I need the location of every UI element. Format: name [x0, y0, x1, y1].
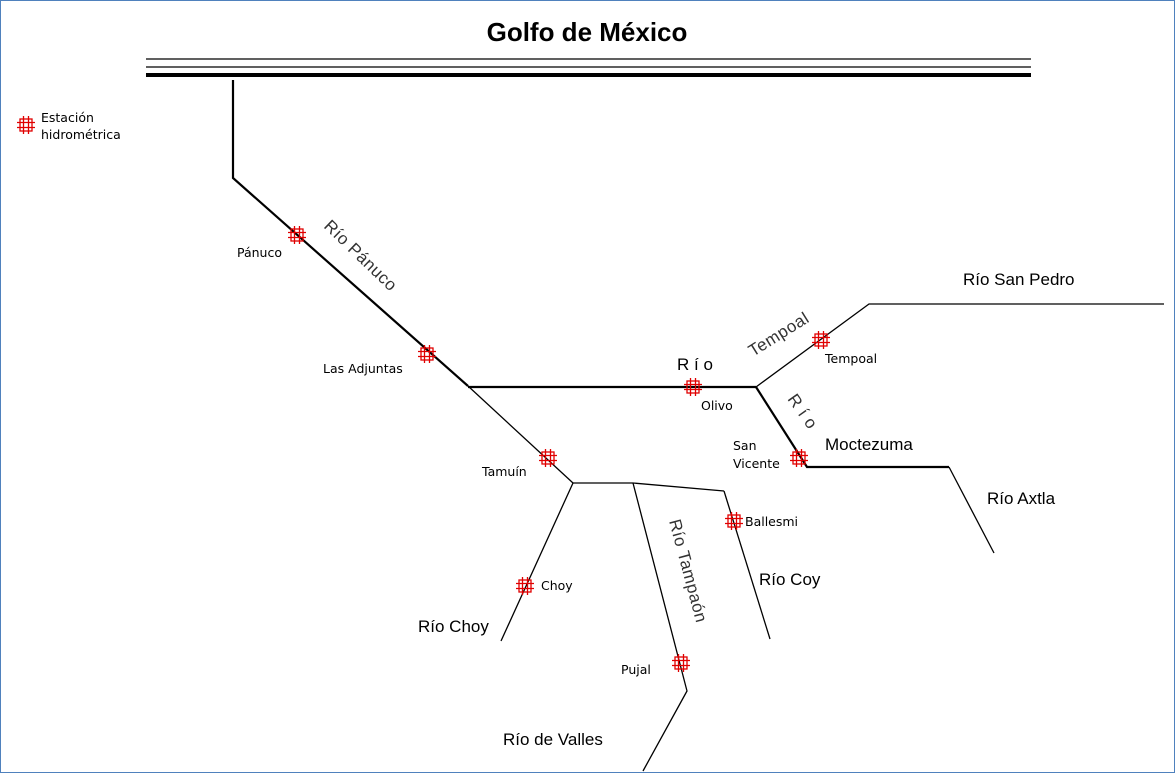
- rio-axtla-line: [948, 466, 995, 554]
- river-label-tampaon: Río Tampaón: [665, 517, 711, 625]
- legend-label-line2: hidrométrica: [41, 127, 121, 142]
- station-marker-icon: [789, 448, 809, 468]
- rio-confluence-line: [573, 482, 725, 492]
- rio-tampaon-valles-line: [632, 482, 688, 772]
- legend: Estación hidrométrica: [16, 110, 121, 142]
- rio-choy-line: [500, 482, 574, 642]
- station-label-choy: Choy: [541, 578, 573, 593]
- station-marker-icon: [671, 653, 691, 673]
- legend-label-line1: Estación: [41, 110, 94, 125]
- station-label-tamuin: Tamuín: [481, 464, 527, 479]
- river-label-rio-moctezuma: R í o: [784, 390, 822, 432]
- page-title: Golfo de México: [487, 17, 688, 47]
- legend-station-marker-icon: [16, 115, 36, 135]
- rio-moctezuma-upper-line: [755, 386, 949, 469]
- river-label-rio-olivo: R í o: [677, 355, 713, 374]
- rio-panuco-line: [231, 80, 469, 387]
- station-label-san-vicente-line1: San: [733, 438, 757, 453]
- rio-tamuin-lower-line: [467, 385, 574, 484]
- station-label-las-adjuntas: Las Adjuntas: [323, 361, 403, 376]
- rio-tempoal-line: [755, 303, 1164, 388]
- station-label-tempoal: Tempoal: [824, 351, 877, 366]
- river-label-valles: Río de Valles: [503, 730, 603, 749]
- station-marker-icon: [515, 576, 535, 596]
- river-labels: Río Pánuco Tempoal Río San Pedro R í o R…: [320, 216, 1074, 749]
- station-label-panuco: Pánuco: [237, 245, 282, 260]
- station-marker-icon: [417, 344, 437, 364]
- station-label-ballesmi: Ballesmi: [745, 514, 798, 529]
- river-label-choy: Río Choy: [418, 617, 489, 636]
- river-label-san-pedro: Río San Pedro: [963, 270, 1075, 289]
- river-label-panuco: Río Pánuco: [320, 216, 401, 295]
- river-label-coy: Río Coy: [759, 570, 821, 589]
- station-label-pujal: Pujal: [621, 662, 651, 677]
- station-label-olivo: Olivo: [701, 398, 733, 413]
- river-label-moctezuma: Moctezuma: [825, 435, 913, 454]
- river-label-axtla: Río Axtla: [987, 489, 1056, 508]
- river-lines: [231, 80, 1164, 772]
- station-label-san-vicente-line2: Vicente: [733, 456, 780, 471]
- station-labels: Pánuco Las Adjuntas Olivo Tempoal San Vi…: [237, 245, 877, 677]
- coastline: [146, 58, 1031, 77]
- station-marker-icon: [538, 448, 558, 468]
